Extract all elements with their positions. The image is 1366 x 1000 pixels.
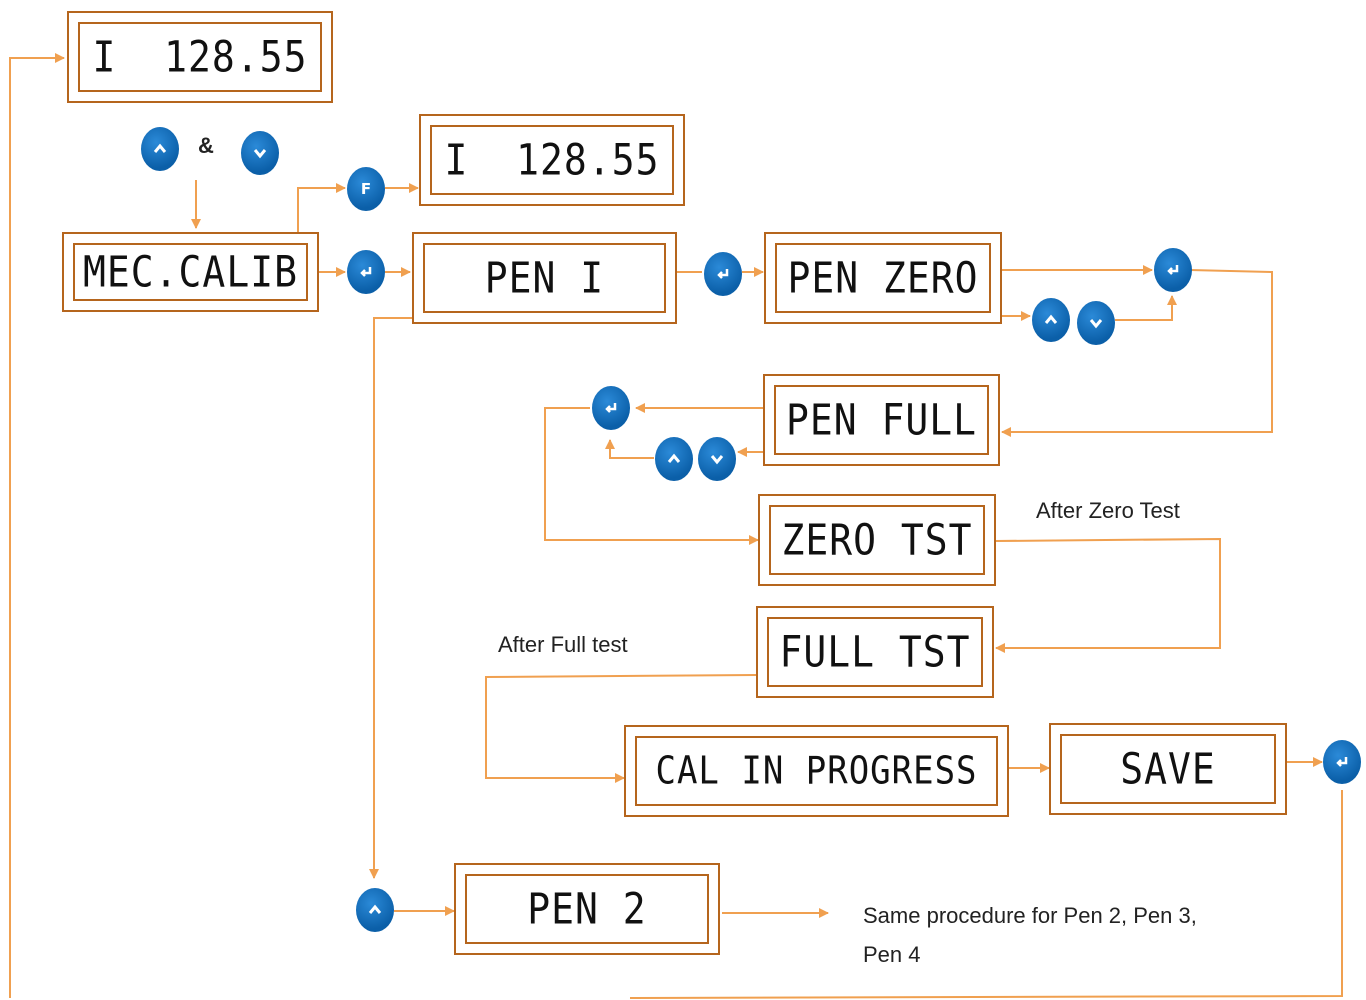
lcd-text: I 128.55 [444, 135, 660, 185]
return-loop-line [629, 790, 1343, 999]
same-procedure-label-line2: Pen 4 [863, 942, 921, 967]
enter-button[interactable] [1154, 248, 1192, 292]
enter-button[interactable] [704, 252, 742, 296]
enter-button[interactable] [592, 386, 630, 430]
lcd-cal-in-progress: CAL IN PROGRESS [624, 725, 1009, 817]
enter-icon [1336, 757, 1348, 767]
chevron-up-icon [153, 143, 167, 153]
down-button[interactable] [241, 131, 279, 175]
chevron-down-icon [1089, 319, 1103, 329]
lcd-text: CAL IN PROGRESS [655, 748, 978, 794]
lcd-f-reading: I 128.55 [419, 114, 685, 206]
lcd-top-reading: I 128.55 [67, 11, 333, 103]
lcd-text: SAVE [1120, 744, 1216, 794]
arrow-pen1-to-up [369, 317, 412, 879]
lcd-full-tst: FULL TST [756, 606, 994, 698]
arrow-zerotst-to-fulltst [995, 537, 1221, 653]
lcd-text: I 128.55 [92, 32, 308, 82]
enter-icon [717, 269, 729, 279]
up-button[interactable] [655, 437, 693, 481]
f-button[interactable]: F [347, 167, 385, 211]
arrow-enter-to-zerotst [544, 407, 759, 545]
left-loop-line [9, 53, 65, 998]
lcd-text: PEN ZERO [787, 253, 979, 303]
lcd-mec-calib: MEC.CALIB [62, 232, 319, 312]
enter-icon [360, 267, 372, 277]
same-procedure-label: Same procedure for Pen 2, Pen 3, [863, 903, 1197, 928]
chevron-down-icon [253, 149, 267, 159]
chevron-down-icon [710, 455, 724, 465]
enter-button[interactable] [347, 250, 385, 294]
lcd-pen2: PEN 2 [454, 863, 720, 955]
up-button[interactable] [1032, 298, 1070, 342]
lcd-text: ZERO TST [781, 515, 973, 565]
after-zero-test-label: After Zero Test [1036, 498, 1180, 523]
after-full-test-label: After Full test [498, 632, 628, 657]
arrow-updown-to-enter [1115, 295, 1177, 321]
down-button[interactable] [698, 437, 736, 481]
lcd-save: SAVE [1049, 723, 1287, 815]
lcd-text: PEN FULL [785, 395, 978, 445]
enter-icon [605, 403, 617, 413]
chevron-up-icon [368, 904, 382, 914]
arrow-updown-to-enter2 [605, 439, 654, 459]
lcd-text: FULL TST [779, 627, 971, 677]
and-symbol: & [198, 133, 214, 158]
lcd-pen-zero: PEN ZERO [764, 232, 1002, 324]
lcd-zero-tst: ZERO TST [758, 494, 996, 586]
lcd-pen-full: PEN FULL [763, 374, 1000, 466]
lcd-text: PEN I [484, 253, 605, 303]
arrow-enter-to-penfull [1001, 269, 1273, 437]
chevron-up-icon [667, 453, 681, 463]
up-button[interactable] [356, 888, 394, 932]
f-label: F [360, 180, 372, 198]
down-button[interactable] [1077, 301, 1115, 345]
enter-button[interactable] [1323, 740, 1361, 784]
lcd-text: PEN 2 [527, 884, 647, 934]
up-button[interactable] [141, 127, 179, 171]
enter-icon [1167, 265, 1179, 275]
lcd-pen1: PEN I [412, 232, 677, 324]
lcd-text: MEC.CALIB [83, 247, 298, 297]
chevron-up-icon [1044, 314, 1058, 324]
arrow-fulltst-to-cal [485, 674, 757, 783]
arrow-to-f [297, 183, 346, 232]
